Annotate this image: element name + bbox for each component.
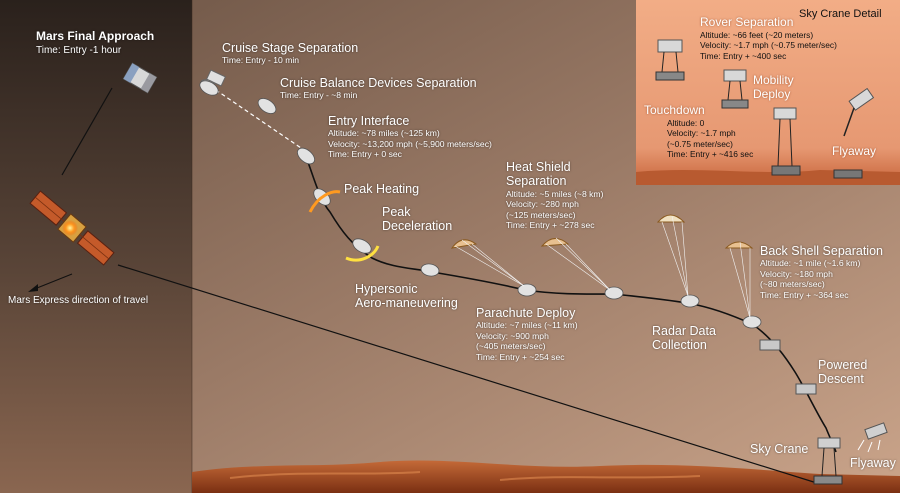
inset-mobility-deploy xyxy=(721,69,749,109)
hypersonic-block: Hypersonic Aero-maneuvering xyxy=(355,282,458,311)
capsule-cruise-sep xyxy=(199,80,219,96)
back-shell-line-2: Velocity: ~180 mph xyxy=(760,268,833,279)
back-shell-block: Back Shell Separation Altitude: ~1 mile … xyxy=(760,244,883,300)
peak-decel-line-2: Deceleration xyxy=(382,219,453,234)
back-shell-line-3: (~80 meters/sec) xyxy=(760,279,825,290)
heating-glow xyxy=(308,190,341,213)
touchdown-line-3: (~0.75 meter/sec) xyxy=(667,138,733,149)
separation-dash xyxy=(209,85,305,151)
hypersonic-line-2: Aero-maneuvering xyxy=(355,296,458,311)
heat-shield-line-3: (~125 meters/sec) xyxy=(506,209,576,220)
heat-shield-title-1: Heat Shield xyxy=(506,160,571,174)
radar-line-2: Collection xyxy=(652,338,707,353)
parachute-line-3: (~405 meters/sec) xyxy=(476,341,546,352)
powered-descent-line-1: Powered xyxy=(818,358,868,372)
mars-express-line xyxy=(117,264,821,485)
capsule-hypersonic xyxy=(420,263,440,277)
decel-glow xyxy=(345,245,380,262)
parachute-block: Parachute Deploy Altitude: ~7 miles (~11… xyxy=(476,306,578,362)
parachute-2 xyxy=(540,237,611,291)
peak-decel-line-1: Peak xyxy=(382,205,411,219)
touchdown-title: Touchdown xyxy=(644,103,705,117)
peak-decel-block: Peak Deceleration xyxy=(382,205,452,234)
rover-sep-block: Rover Separation Altitude: ~66 feet (~20… xyxy=(700,15,837,61)
capsule-radar xyxy=(680,294,700,308)
entry-interface-line-2: Velocity: ~13,200 mph (~5,900 meters/sec… xyxy=(328,138,492,149)
parachute-line-1: Altitude: ~7 miles (~11 km) xyxy=(476,320,578,331)
cruise-balance-block: Cruise Balance Devices Separation Time: … xyxy=(280,76,477,101)
cruise-stage-spacecraft xyxy=(122,62,158,94)
inset-flyaway xyxy=(833,87,875,179)
inset-title: Sky Crane Detail xyxy=(799,8,882,20)
arrow-head xyxy=(28,284,38,292)
parachute-3 xyxy=(656,214,689,297)
inset-touchdown xyxy=(771,107,801,176)
rover-sep-title: Rover Separation xyxy=(700,15,794,29)
powered-descent-line-2: Descent xyxy=(818,372,864,387)
mars-express-label: Mars Express direction of travel xyxy=(8,295,149,306)
back-shell-line-1: Altitude: ~1 mile (~1.6 km) xyxy=(760,258,861,269)
inset-background xyxy=(636,0,900,185)
capsule-heat-shield xyxy=(604,286,624,300)
entry-interface-line-1: Altitude: ~78 miles (~125 km) xyxy=(328,128,440,139)
capsule-entry xyxy=(297,147,315,165)
powered-descent-vehicle xyxy=(759,339,817,395)
final-approach-block: Mars Final Approach Time: Entry -1 hour xyxy=(36,29,155,57)
powered-descent-block: Powered Descent xyxy=(818,358,867,387)
capsule-peak-decel xyxy=(352,238,372,254)
sky-crane-vehicle xyxy=(813,437,843,485)
cruise-stage-title: Cruise Stage Separation xyxy=(222,41,359,55)
cruise-stage-block: Cruise Stage Separation Time: Entry - 10… xyxy=(222,41,358,66)
hypersonic-line-1: Hypersonic xyxy=(355,282,418,296)
back-shell-title: Back Shell Separation xyxy=(760,244,883,258)
direction-arrow xyxy=(31,273,73,291)
heat-shield-block: Heat Shield Separation Altitude: ~5 mile… xyxy=(506,160,603,231)
sky-crane-title: Sky Crane xyxy=(750,442,809,456)
entry-interface-line-3: Time: Entry + 0 sec xyxy=(328,149,402,160)
parachute-title: Parachute Deploy xyxy=(476,306,576,320)
mobility-block: Mobility Deploy xyxy=(753,73,794,102)
touchdown-line-2: Velocity: ~1.7 mph xyxy=(667,128,736,139)
back-shell-line-4: Time: Entry + ~364 sec xyxy=(760,289,849,300)
radar-line-1: Radar Data xyxy=(652,324,716,338)
flyaway-title: Flyaway xyxy=(850,456,896,470)
touchdown-line-1: Altitude: 0 xyxy=(667,117,705,128)
touchdown-block: Touchdown Altitude: 0 Velocity: ~1.7 mph… xyxy=(644,103,754,160)
touchdown-line-4: Time: Entry + ~416 sec xyxy=(667,149,754,160)
rover-sep-line-3: Time: Entry + ~400 sec xyxy=(700,50,787,61)
radar-block: Radar Data Collection xyxy=(652,324,716,353)
entry-interface-block: Entry Interface Altitude: ~78 miles (~12… xyxy=(328,114,492,160)
final-approach-time: Time: Entry -1 hour xyxy=(36,44,122,56)
capsule-back-shell xyxy=(742,315,762,329)
heat-shield-title-2: Separation xyxy=(506,174,567,189)
parachute-line-2: Velocity: ~900 mph xyxy=(476,330,549,341)
inset-flyaway-title: Flyaway xyxy=(832,144,877,158)
inset-rover-separation xyxy=(655,39,685,81)
rover-sep-line-1: Altitude: ~66 feet (~20 meters) xyxy=(700,29,814,40)
entry-interface-title: Entry Interface xyxy=(328,114,410,128)
parachute-line-4: Time: Entry + ~254 sec xyxy=(476,351,565,362)
final-approach-title: Mars Final Approach xyxy=(36,29,155,43)
mobility-line-2: Deploy xyxy=(753,86,791,101)
approach-line xyxy=(61,87,113,176)
heat-shield-line-2: Velocity: ~280 mph xyxy=(506,199,579,210)
mobility-line-1: Mobility xyxy=(753,73,794,87)
capsule-parachute xyxy=(517,283,537,297)
peak-heating-title: Peak Heating xyxy=(344,182,420,196)
capsule-balance-sep xyxy=(257,98,277,114)
flyaway-vehicle xyxy=(857,422,888,453)
parachute-1 xyxy=(450,239,525,287)
cruise-balance-time: Time: Entry - ~8 min xyxy=(280,90,358,101)
rover-sep-line-2: Velocity: ~1.7 mph (~0.75 meter/sec) xyxy=(700,40,837,51)
parachute-4 xyxy=(724,241,754,319)
heat-shield-line-1: Altitude: ~5 miles (~8 km) xyxy=(506,188,604,199)
cruise-stage-time: Time: Entry - 10 min xyxy=(222,55,300,66)
heat-shield-line-4: Time: Entry + ~278 sec xyxy=(506,220,595,231)
cruise-balance-title: Cruise Balance Devices Separation xyxy=(280,76,477,90)
